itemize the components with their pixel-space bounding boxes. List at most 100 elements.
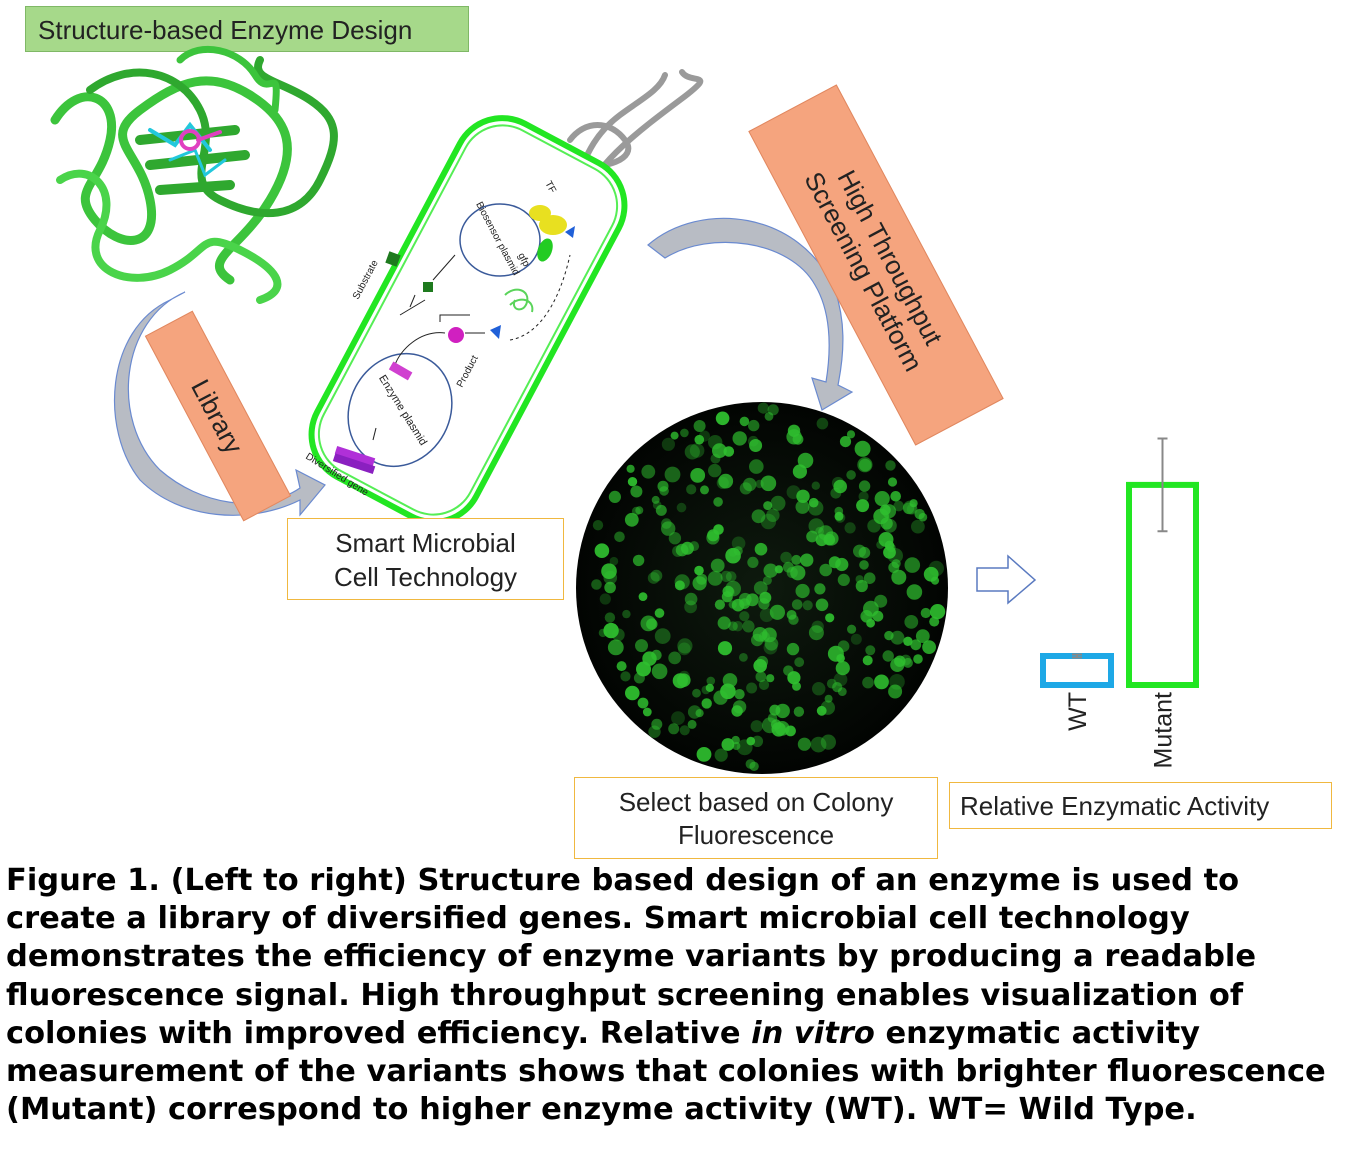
colony [790,565,806,581]
colony [708,463,722,478]
colony [780,551,792,564]
colony [764,412,774,421]
colony [797,452,814,469]
colony [894,655,906,667]
colony [861,613,871,623]
colony [591,579,602,590]
colony [668,723,680,735]
colony [788,614,799,625]
colony [714,748,728,762]
caption-part1: Figure 1. (Left to right) Structure base… [6,863,1257,1051]
colony [642,651,657,666]
colony [648,725,661,738]
colony [677,673,691,687]
colony [674,580,685,591]
colony [800,553,814,567]
error-bar-wt [1072,653,1082,659]
colony [684,444,700,460]
colony [632,554,645,567]
colony [891,569,907,585]
colony [755,671,767,683]
tf-label: TF [542,179,557,195]
colony [787,424,801,437]
colony [609,556,619,566]
gfp-protein-icon [504,288,534,313]
colony [862,676,874,689]
colony [715,411,730,426]
colony [692,688,701,698]
colony [739,653,748,662]
colony [651,495,660,504]
colony [698,430,711,442]
colony [902,657,913,668]
colony [910,639,922,651]
colony [858,480,871,492]
bar-wt [1040,653,1114,688]
colony [700,485,709,495]
colony [747,556,759,569]
colony [854,440,871,457]
colony [694,434,705,445]
smart-cell-label: Smart Microbial Cell Technology [287,518,564,600]
colony [714,599,726,610]
colony [716,476,729,489]
colony [650,569,663,582]
colony [732,700,747,714]
colony [710,558,725,573]
colony [664,466,681,483]
colony [637,697,649,709]
colony [720,683,736,700]
colony [626,464,635,473]
colony [888,562,900,573]
colony [820,700,835,715]
colony [679,725,690,736]
right-arrow-icon [976,554,1037,605]
colony [692,576,707,591]
colony [732,431,747,446]
colony [903,636,913,646]
colony [680,428,689,438]
colony [718,473,734,489]
colony [918,512,928,522]
colony [750,720,763,733]
colony [640,615,657,632]
colony [638,592,648,601]
colony [844,522,856,534]
colony [684,600,697,614]
biosensor-plasmid [459,203,541,277]
colony [883,518,897,533]
colony [906,584,923,600]
colony [732,621,743,632]
colony [890,630,905,645]
colony [695,709,704,718]
colony [832,682,843,693]
colony [878,532,894,547]
colony [607,639,624,656]
colony [922,640,936,654]
colony [763,563,778,578]
colony [855,579,868,593]
colony [712,443,727,459]
colony [815,598,829,612]
colony [687,719,697,729]
colony [904,557,921,573]
colony [598,628,608,638]
colony [725,571,737,582]
colony [810,736,827,753]
colony [608,490,622,503]
colony [721,738,735,751]
colony [890,491,901,502]
colony [749,439,763,452]
colony [731,598,745,612]
colony [858,491,869,502]
colony [739,416,750,427]
colony [713,497,723,507]
colony [592,520,604,531]
colony [654,628,671,644]
colony [887,548,903,564]
colony [823,533,836,546]
colony [834,511,844,521]
colony [808,625,824,641]
colony [680,541,694,555]
colony [677,642,691,656]
